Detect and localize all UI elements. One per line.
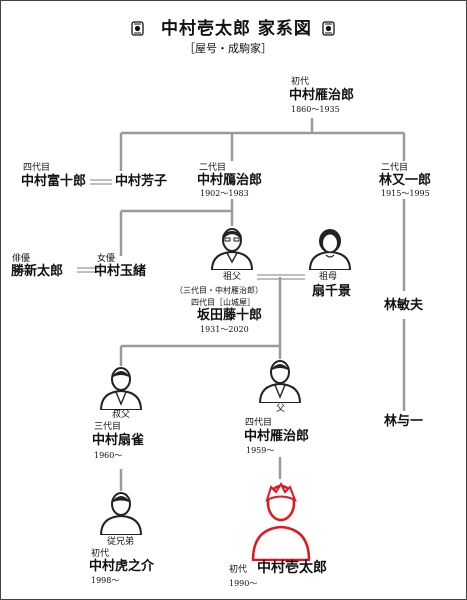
cousin-years: 1998～ [91, 576, 120, 585]
yoichi-name: 林与一 [384, 414, 424, 429]
tomijuro-name: 中村富十郎 [21, 174, 87, 189]
uncle-person-icon [99, 367, 143, 410]
father-relation: 父 [276, 404, 286, 414]
cousin-relation: 従兄弟 [107, 537, 135, 547]
ganjiro2-name: 中村鴈治郎 [197, 173, 263, 188]
matajiro-years: 1915～1995 [381, 189, 430, 198]
self-generation: 初代 [229, 565, 248, 575]
page-title: 中村壱太郎 家系図 [161, 19, 312, 39]
family-crest-icon [131, 21, 144, 36]
uncle-years: 1960～ [94, 451, 123, 460]
grandmother-name: 扇千景 [312, 284, 352, 299]
matajiro-generation: 二代目 [381, 163, 409, 173]
father-person-icon [258, 360, 302, 403]
grandfather-name: 坂田藤十郎 [197, 308, 263, 323]
grandfather-former-name: （三代目・中村雁治郎） [175, 286, 263, 295]
cousin-name: 中村虎之介 [89, 559, 155, 574]
toshio-name: 林敏夫 [384, 298, 424, 313]
grandfather-years: 1931～2020 [200, 325, 249, 334]
grandfather-person-icon [210, 228, 254, 270]
founder-generation: 初代 [291, 77, 310, 87]
self-person-icon [251, 481, 311, 561]
grandmother-relation: 祖母 [319, 272, 338, 282]
grandmother-person-icon [308, 229, 352, 270]
tomijuro-generation: 四代目 [23, 163, 51, 173]
yoshiko-name: 中村芳子 [115, 174, 168, 189]
founder-years: 1860～1935 [291, 105, 340, 114]
founder-name: 中村雁治郎 [289, 88, 355, 103]
tamao-name: 中村玉緒 [94, 264, 147, 279]
tamao-role: 女優 [97, 254, 116, 264]
cousin-person-icon [99, 492, 143, 535]
self-name: 中村壱太郎 [257, 560, 327, 576]
family-crest-icon [322, 21, 335, 36]
shintaro-role: 俳優 [12, 254, 31, 264]
self-years: 1990～ [229, 579, 258, 588]
cousin-generation: 初代 [91, 549, 110, 559]
father-years: 1959～ [246, 446, 275, 455]
ganjiro2-years: 1902～1983 [200, 189, 249, 198]
grandfather-generation: 四代目［山城屋］ [191, 298, 255, 307]
uncle-relation: 叔父 [112, 410, 131, 420]
page-subtitle: ［屋号・成駒家］ [184, 42, 272, 55]
uncle-generation: 三代目 [94, 422, 122, 432]
father-name: 中村雁治郎 [244, 429, 310, 444]
father-generation: 四代目 [245, 418, 273, 428]
matajiro-name: 林又一郎 [379, 173, 432, 188]
uncle-name: 中村扇雀 [92, 433, 145, 448]
grandfather-relation: 祖父 [223, 272, 242, 282]
ganjiro2-generation: 二代目 [199, 163, 227, 173]
shintaro-name: 勝新太郎 [11, 264, 64, 279]
